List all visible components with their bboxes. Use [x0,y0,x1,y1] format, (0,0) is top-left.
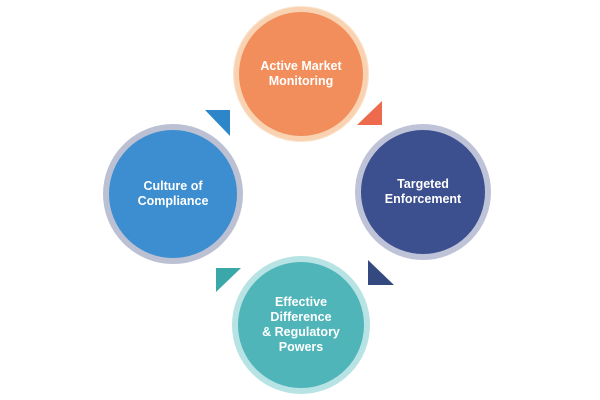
node-targeted-enforcement: Targeted Enforcement [355,124,491,260]
node-active-market-monitoring: Active Market Monitoring [234,7,368,141]
node-effective-difference: Effective Difference & Regulatory Powers [232,256,370,394]
node-label: Targeted Enforcement [384,177,462,206]
left-to-top-arrow [205,110,230,136]
node-label: Active Market Monitoring [260,59,342,88]
node-culture-of-compliance: Culture of Compliance [103,124,243,264]
node-label: Culture of Compliance [137,179,209,208]
node-label: Effective Difference & Regulatory Powers [262,295,340,354]
right-to-bottom-arrow [368,260,394,285]
top-to-right-arrow [357,101,382,125]
bottom-to-left-arrow [216,268,241,292]
